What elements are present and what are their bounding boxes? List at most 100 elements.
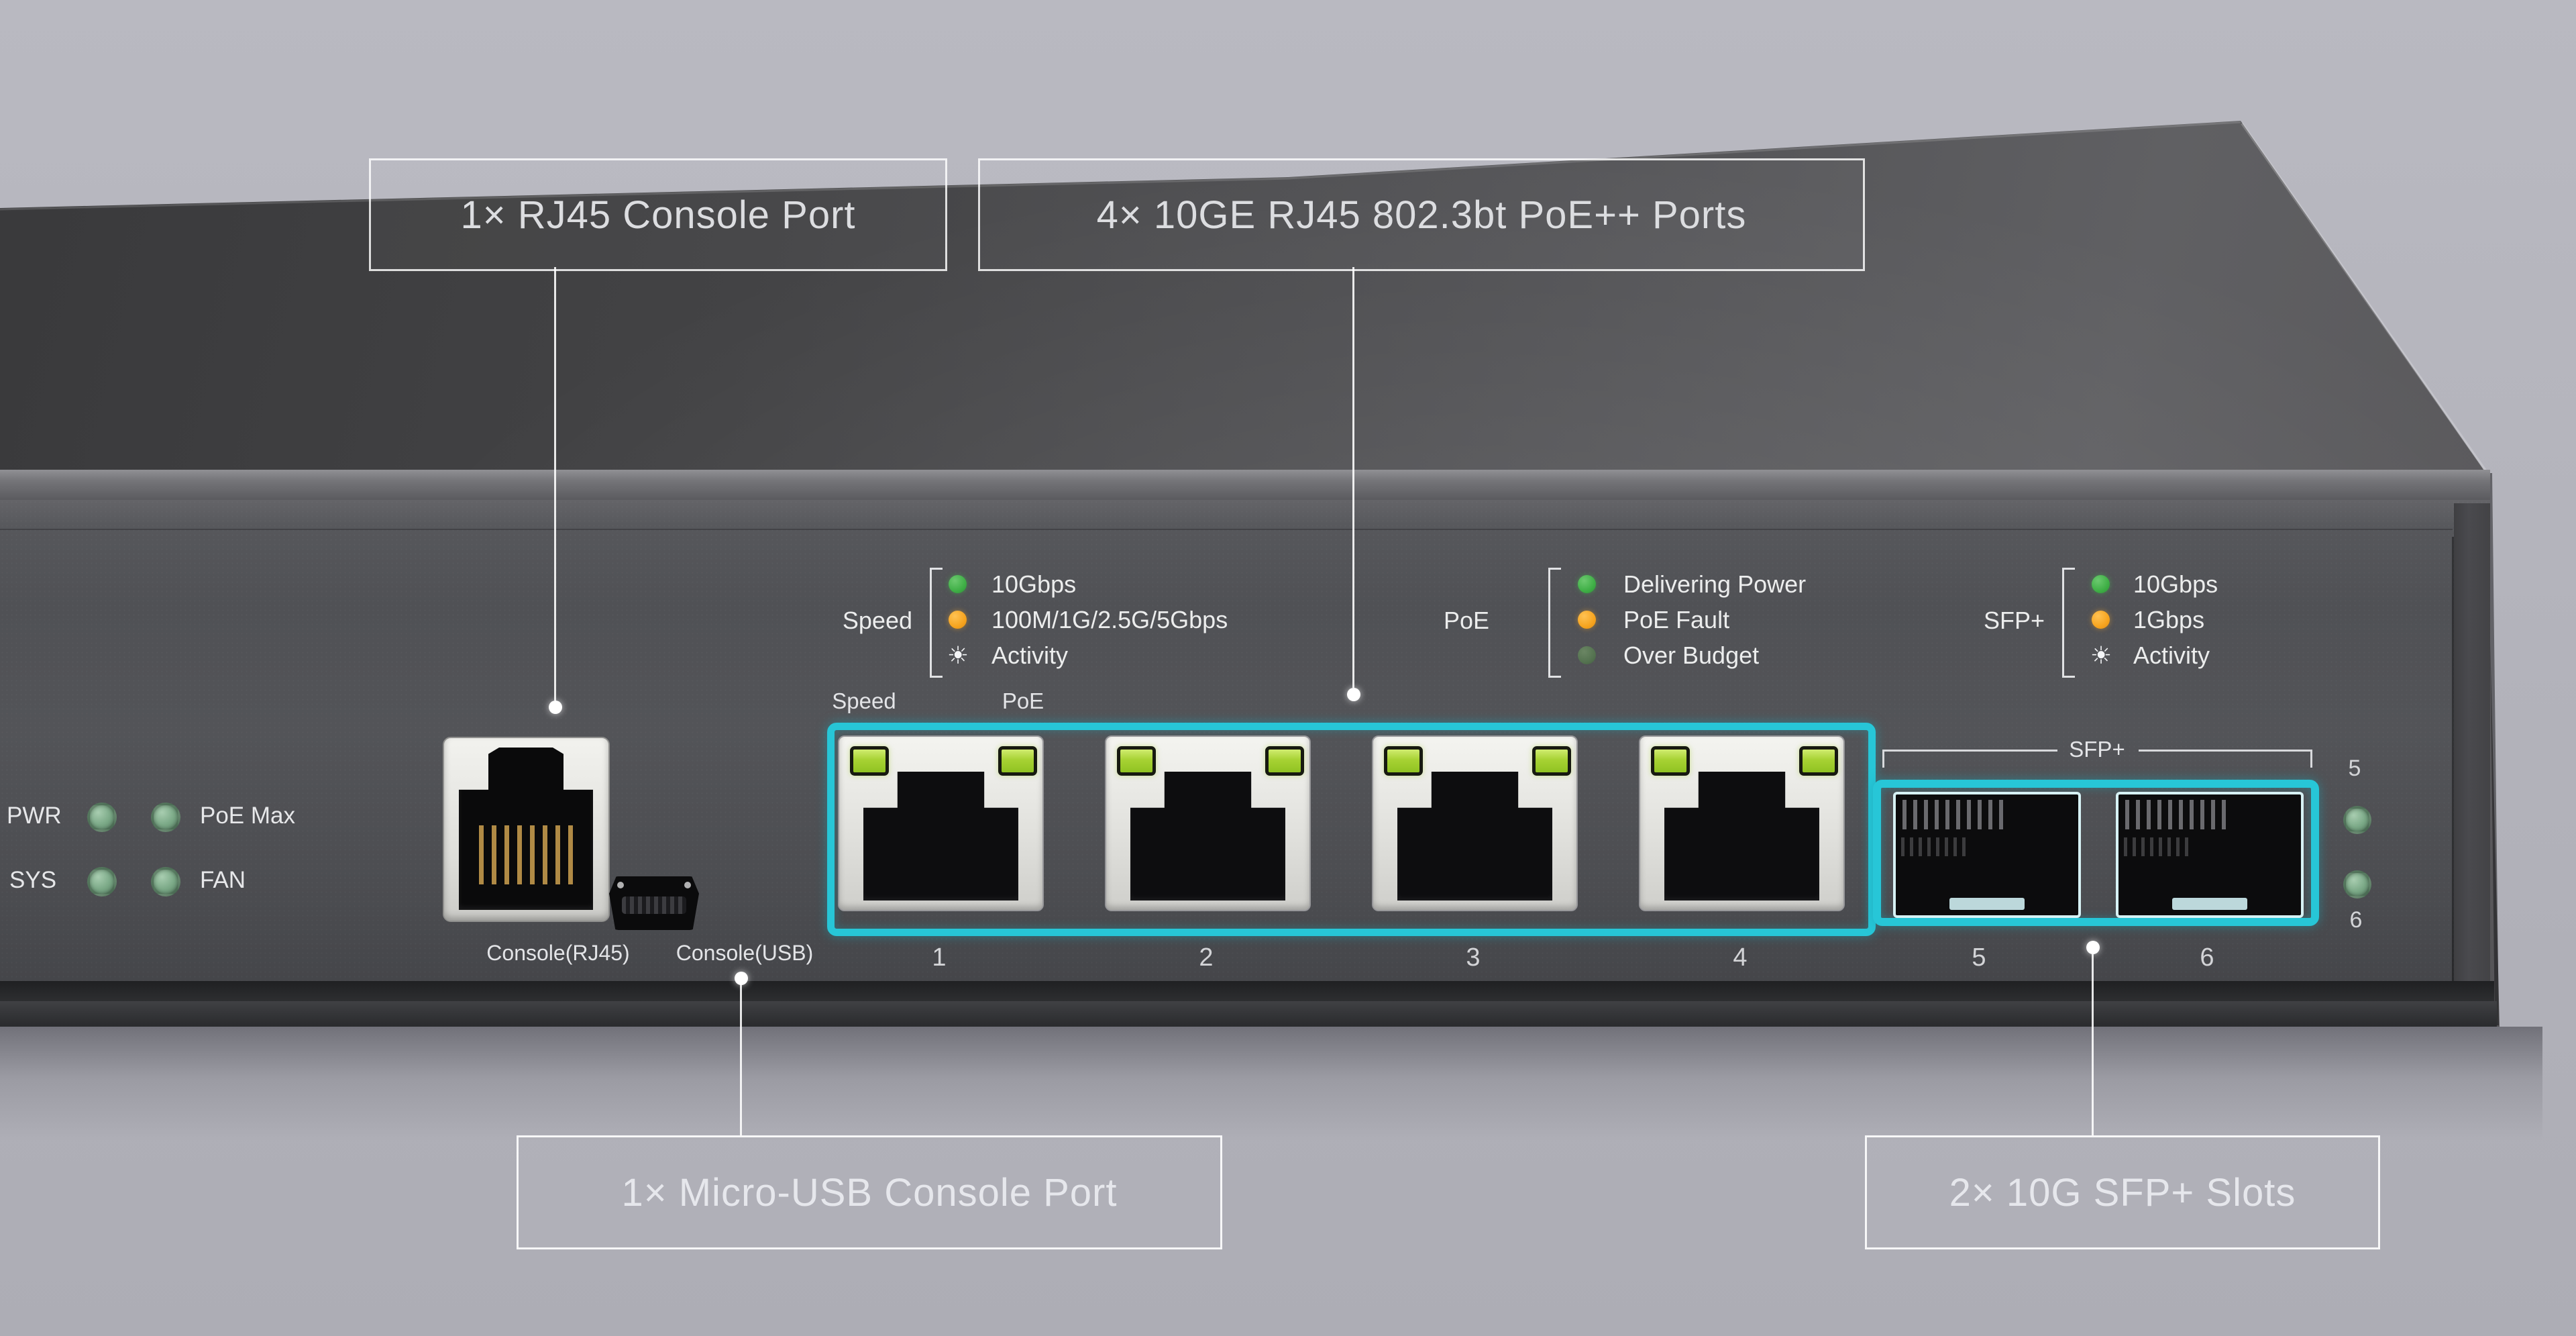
callout-sfp-slots: 2× 10G SFP+ Slots <box>1865 1135 2380 1249</box>
speed-lower-led-icon <box>949 611 967 629</box>
sfp-1g-text: 1Gbps <box>2133 606 2205 633</box>
poe-column-label: PoE <box>1002 688 1044 713</box>
sfp-legend-bracket <box>2062 568 2075 678</box>
port2-number: 2 <box>1199 943 1214 972</box>
console-rj45-port <box>443 737 610 922</box>
poe-legend-bracket <box>1548 568 1561 678</box>
rj45-port-2 <box>1105 735 1311 911</box>
side-number-5: 5 <box>2348 756 2361 781</box>
sys-led <box>87 867 117 896</box>
port1-poe-led <box>998 746 1037 776</box>
speed-legend-label: Speed <box>842 607 912 634</box>
port3-jack <box>1397 772 1552 901</box>
connector-dot-sfp-slots <box>2086 941 2100 954</box>
speed-activity-icon: ☀ <box>947 641 969 669</box>
sfp-legend-label: SFP+ <box>1983 607 2045 634</box>
poe-ports-highlight-box <box>827 723 1876 936</box>
connector-line-usb-console <box>740 984 742 1135</box>
fan-led <box>151 867 180 896</box>
speed-activity-text: Activity <box>991 641 1069 669</box>
port2-poe-led <box>1265 746 1304 776</box>
chassis-bottom-lip <box>0 1001 2497 1027</box>
poe-legend-label: PoE <box>1443 607 1489 634</box>
poe-overbudget-text: Over Budget <box>1623 641 1760 669</box>
pwr-led <box>87 803 117 832</box>
callout-poe-ports: 4× 10GE RJ45 802.3bt PoE++ Ports <box>978 158 1865 271</box>
panel-groove-horizontal <box>0 529 2453 530</box>
speed-legend-bracket <box>930 568 943 678</box>
poe-delivering-led-icon <box>1578 575 1596 593</box>
speed-10g-text: 10Gbps <box>991 570 1077 598</box>
poe-max-label: PoE Max <box>200 803 295 829</box>
sfp-slots-highlight-box <box>1873 780 2319 926</box>
sfp-slot-6 <box>2116 792 2304 918</box>
sfp-bracket-right <box>2139 750 2312 768</box>
sfp-activity-text: Activity <box>2133 641 2210 669</box>
speed-column-label: Speed <box>832 688 896 713</box>
front-panel-bevel <box>0 470 2490 501</box>
port3-speed-led <box>1384 746 1423 776</box>
sfp5-contacts-lower <box>1901 837 1968 856</box>
connector-dot-rj45-console <box>549 701 562 714</box>
poe-fault-led-icon <box>1578 611 1596 629</box>
callout-usb-console: 1× Micro-USB Console Port <box>517 1135 1222 1249</box>
sfp-1g-led-icon <box>2092 611 2110 629</box>
sfp6-number: 6 <box>2200 943 2214 972</box>
sfp-10g-led-icon <box>2092 575 2110 593</box>
console-usb-glint-right <box>684 882 691 888</box>
port4-number: 4 <box>1733 943 1748 972</box>
sfp-slot-5 <box>1893 792 2081 918</box>
sfp-10g-text: 10Gbps <box>2133 570 2218 598</box>
sfp5-contacts <box>1902 800 2010 829</box>
sfp6-contacts-lower <box>2124 837 2191 856</box>
sfp5-latch-tab <box>1949 898 2025 910</box>
poe-max-led <box>151 803 180 832</box>
sfp-group-label: SFP+ <box>2069 737 2125 762</box>
sfp5-number: 5 <box>1972 943 1986 972</box>
port3-number: 3 <box>1466 943 1481 972</box>
panel-groove-vertical <box>2452 537 2454 981</box>
poe-fault-text: PoE Fault <box>1623 606 1730 633</box>
connector-dot-poe-ports <box>1347 688 1360 701</box>
fan-label: FAN <box>200 867 246 893</box>
console-usb-slot <box>622 896 686 914</box>
side-led-6 <box>2343 870 2371 898</box>
side-number-6: 6 <box>2349 907 2363 933</box>
connector-line-poe-ports <box>1352 267 1354 688</box>
rj45-port-1 <box>838 735 1044 911</box>
sfp6-latch-tab <box>2172 898 2247 910</box>
port4-poe-led <box>1799 746 1838 776</box>
connector-line-rj45-console <box>554 267 556 701</box>
sfp6-contacts <box>2125 800 2233 829</box>
port1-speed-led <box>850 746 889 776</box>
console-usb-port <box>609 876 699 930</box>
port2-jack <box>1130 772 1285 901</box>
port2-speed-led <box>1117 746 1156 776</box>
rj45-port-4 <box>1639 735 1845 911</box>
speed-10g-led-icon <box>949 575 967 593</box>
connector-dot-usb-console <box>735 972 748 985</box>
callout-rj45-console: 1× RJ45 Console Port <box>369 158 947 271</box>
sys-label: SYS <box>9 867 57 893</box>
port1-jack <box>863 772 1018 901</box>
port3-poe-led <box>1532 746 1571 776</box>
poe-overbudget-led-icon <box>1578 646 1596 664</box>
speed-lower-text: 100M/1G/2.5G/5Gbps <box>991 606 1228 633</box>
port4-jack <box>1664 772 1819 901</box>
sfp-activity-icon: ☀ <box>2090 641 2112 669</box>
poe-delivering-text: Delivering Power <box>1623 570 1807 598</box>
console-usb-glint-left <box>617 882 624 888</box>
side-led-5 <box>2343 806 2371 834</box>
device-floor-shadow <box>0 1027 2542 1141</box>
port1-number: 1 <box>932 943 947 972</box>
rj45-port-3 <box>1372 735 1578 911</box>
console-rj45-label: Console(RJ45) <box>486 941 630 965</box>
pwr-label: PWR <box>7 803 62 829</box>
sfp-bracket-left <box>1882 750 2057 768</box>
console-rj45-pins <box>479 825 576 884</box>
console-usb-label: Console(USB) <box>676 941 814 965</box>
panel-right-endcap <box>2454 503 2490 981</box>
port4-speed-led <box>1651 746 1690 776</box>
